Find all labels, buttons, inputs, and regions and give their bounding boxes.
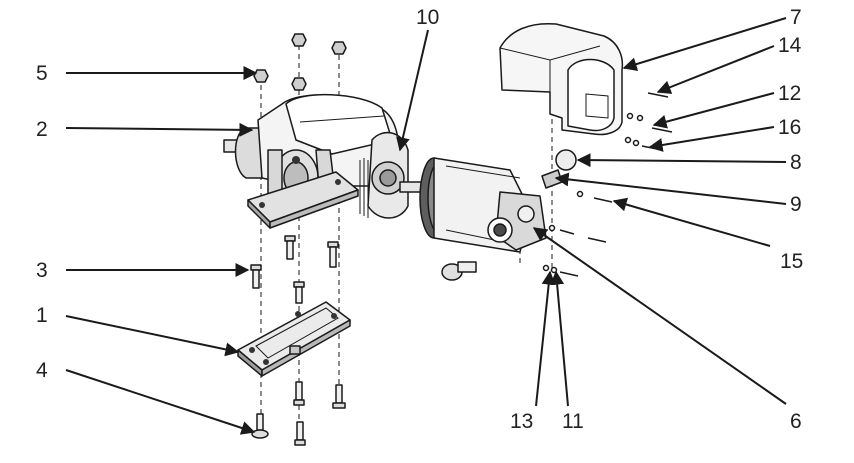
label-2: 2 <box>36 118 48 141</box>
left-motor-housing <box>223 93 409 229</box>
label-16: 16 <box>778 116 801 139</box>
left-fasteners <box>250 33 347 446</box>
label-11: 11 <box>562 410 584 433</box>
label-6: 6 <box>790 410 802 433</box>
label-3: 3 <box>36 259 48 282</box>
label-7: 7 <box>790 6 802 29</box>
label-14: 14 <box>778 34 802 57</box>
terminal-cover <box>499 22 624 136</box>
right-motor <box>399 149 613 281</box>
label-15: 15 <box>780 250 803 273</box>
leader-lines <box>65 17 787 435</box>
label-13: 13 <box>510 410 533 433</box>
label-10: 10 <box>416 6 439 29</box>
base-plate <box>237 301 351 377</box>
label-12: 12 <box>778 82 801 105</box>
part-labels: 5 2 10 3 1 4 7 14 12 16 8 9 15 6 13 11 <box>36 6 803 433</box>
label-8: 8 <box>790 151 802 174</box>
label-9: 9 <box>790 193 802 216</box>
label-4: 4 <box>36 359 48 382</box>
label-1: 1 <box>36 304 48 327</box>
label-5: 5 <box>36 62 48 85</box>
